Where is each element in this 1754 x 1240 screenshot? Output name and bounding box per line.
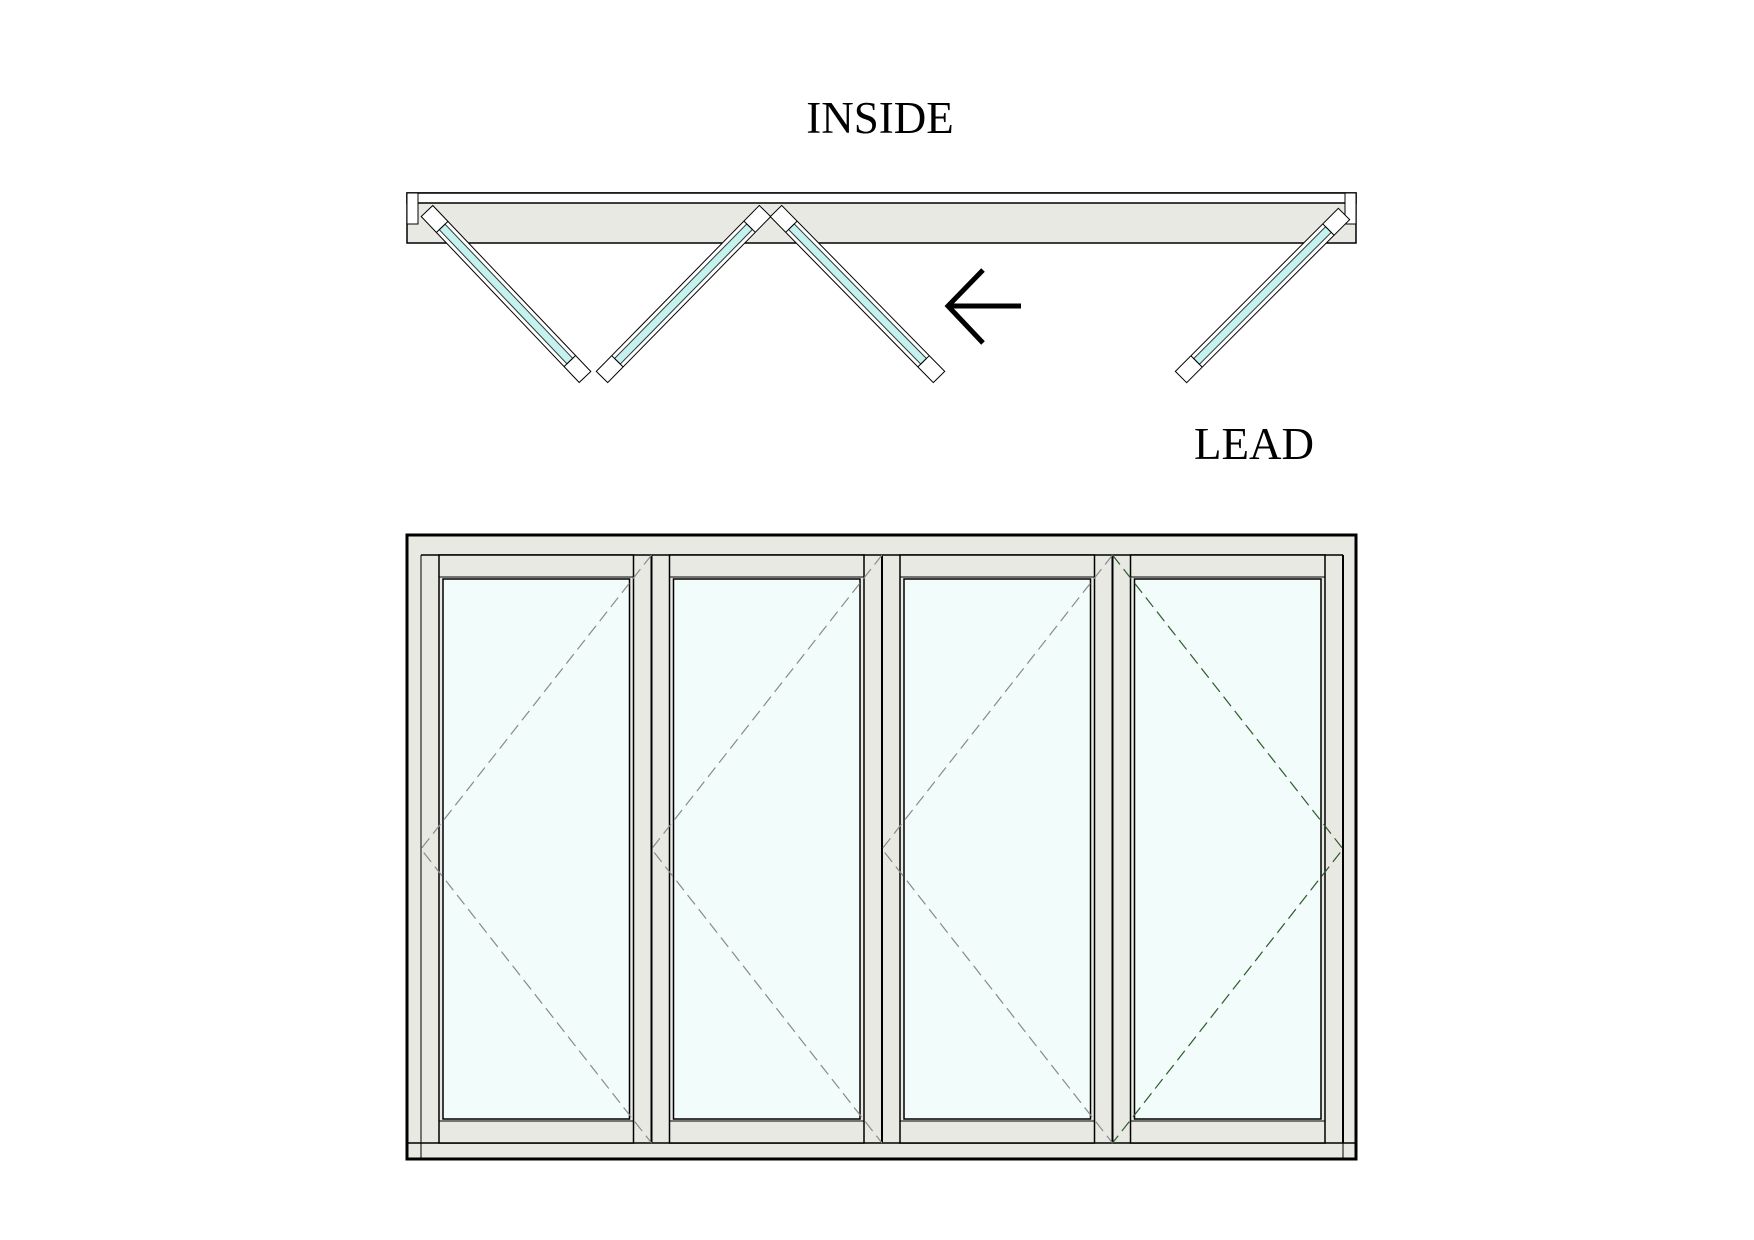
arrow-left-icon <box>944 268 1021 345</box>
elevation-panels <box>420 554 1344 1144</box>
plan-left-jamb <box>406 192 419 225</box>
hinge-swing-line <box>1112 554 1344 1144</box>
elevation-view <box>405 533 1358 1161</box>
hinge-swing-line <box>650 554 883 1144</box>
panel-bead <box>899 576 1095 1122</box>
plan-panel <box>769 204 946 384</box>
plan-right-jamb <box>1344 192 1357 225</box>
inside-label: INSIDE <box>806 93 953 143</box>
lead-label: LEAD <box>1194 419 1314 469</box>
plan-panel-end <box>1322 223 1335 236</box>
plan-panel <box>420 204 592 384</box>
plan-panel-glass <box>438 223 574 365</box>
panel-glass <box>442 578 631 1120</box>
hinge-swing-line <box>881 554 1113 1144</box>
plan-panel-end <box>785 220 798 233</box>
door-panel <box>1112 554 1344 1144</box>
door-panel <box>420 554 653 1144</box>
plan-panel-glass <box>613 223 754 365</box>
plan-panel <box>1174 207 1351 384</box>
panel-bead <box>438 576 634 1122</box>
panel-bead <box>669 576 865 1122</box>
door-panel <box>650 554 883 1144</box>
plan-panel-end <box>563 355 576 367</box>
panel-glass <box>672 578 861 1120</box>
plan-panel-end <box>743 220 756 233</box>
plan-panel <box>595 204 772 384</box>
plan-panels <box>420 204 1351 384</box>
plan-panel-end <box>436 221 449 233</box>
plan-panel-glass <box>787 223 928 365</box>
plan-view <box>406 192 1357 384</box>
plan-panel-end <box>917 355 930 368</box>
hinge-swing-line <box>420 554 652 1144</box>
plan-panel-end <box>1190 355 1203 368</box>
door-panel <box>881 554 1114 1144</box>
panel-glass <box>1133 578 1322 1120</box>
panel-bead <box>1130 576 1326 1122</box>
plan-track-top <box>406 192 1357 204</box>
panel-glass <box>903 578 1092 1120</box>
plan-panel-glass <box>1193 226 1332 365</box>
plan-panel-end <box>611 355 624 368</box>
